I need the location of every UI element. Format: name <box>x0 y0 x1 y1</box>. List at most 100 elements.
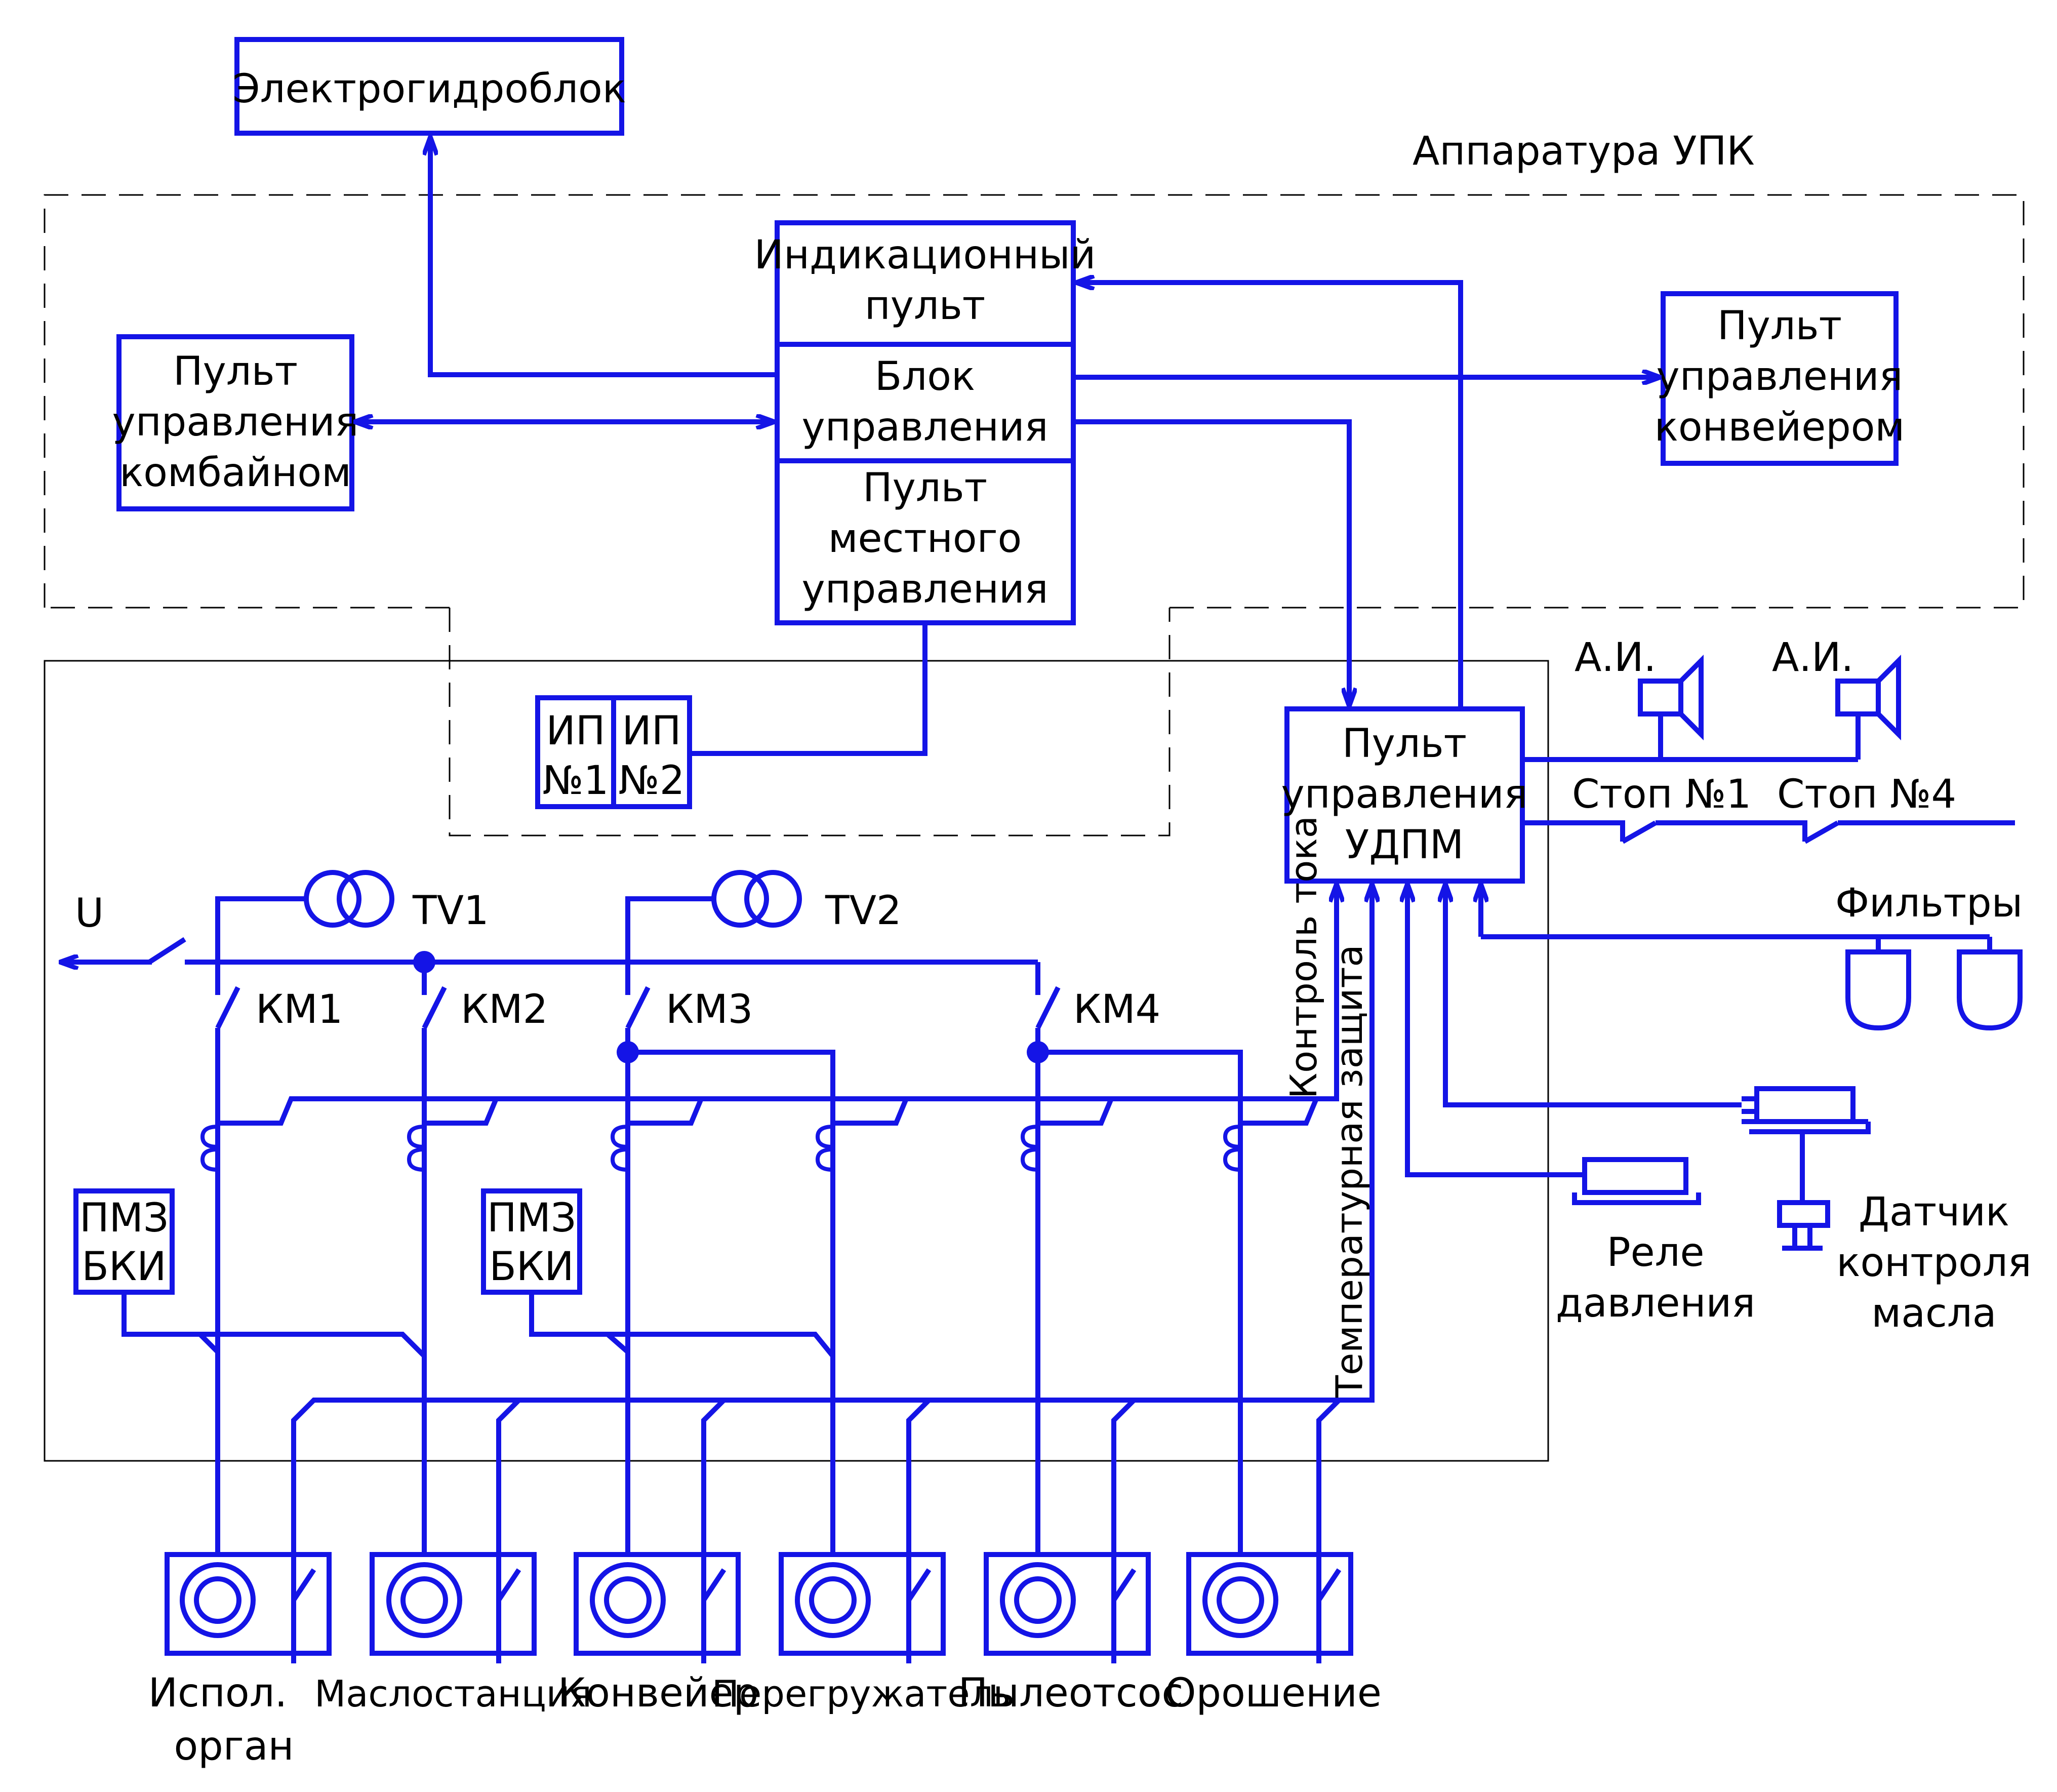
pressure-relay <box>1567 1157 1701 1205</box>
electrohydro-block <box>234 37 624 136</box>
oil-sensor-line <box>1443 884 1742 1107</box>
u-label: U <box>75 891 104 936</box>
combine-panel-label-3: комбайном <box>119 450 351 496</box>
motor-4-label-1: Перегружатель <box>712 1672 1015 1715</box>
bus-junction <box>413 951 435 973</box>
temp-tap-5 <box>1111 1398 1136 1663</box>
motor-1 <box>165 1552 332 1663</box>
pressure-relay-label-2: давления <box>1556 1281 1755 1326</box>
link-electrohydro <box>430 137 777 377</box>
tv2-label: TV2 <box>825 888 902 934</box>
temp-tap-6 <box>1316 1398 1341 1663</box>
cc-tap-5 <box>1038 1098 1114 1126</box>
temp-tap-4 <box>906 1398 931 1663</box>
ip2-label-2: №2 <box>619 758 685 804</box>
temp-tap-3 <box>701 1398 726 1663</box>
combine-panel-label-2: управления <box>112 400 359 445</box>
current-control-bus <box>218 891 1339 1126</box>
motor-2-label-1: Маслостанция <box>314 1672 592 1715</box>
oil-sensor <box>1742 1086 1871 1251</box>
temp-protection-bus <box>291 884 1375 1663</box>
pmz1-tap <box>122 1292 426 1358</box>
pressure-relay-line <box>1405 884 1585 1177</box>
conveyor-panel-label-1: Пульт <box>1717 303 1842 349</box>
tv1-coil-a <box>304 870 361 928</box>
current-coil-4 <box>815 1125 833 1172</box>
motor-3-label-1: Конвейер <box>558 1670 758 1716</box>
stop1-label: Стоп №1 <box>1572 772 1751 817</box>
local-panel-label-2: местного <box>828 516 1022 562</box>
main-switch <box>61 937 1038 965</box>
km4-branch <box>1038 1050 1243 1555</box>
km3-label: КМ3 <box>666 987 753 1032</box>
combine-panel-label-1: Пульт <box>173 349 298 394</box>
pmz2-label-1: ПМЗ <box>487 1196 576 1241</box>
upk-title: Аппаратура УПК <box>1413 129 1755 174</box>
km4-junction <box>1027 1041 1049 1063</box>
ai2-siren <box>1835 654 1901 760</box>
km4-label: КМ4 <box>1073 987 1160 1032</box>
ai1-label: А.И. <box>1575 635 1656 681</box>
stop4-label: Стоп №4 <box>1777 772 1956 817</box>
cc-tap-4 <box>833 1098 909 1126</box>
tv2-coil-a <box>711 870 769 928</box>
pmz1-label-1: ПМЗ <box>79 1196 169 1241</box>
local-panel-label-3: управления <box>802 567 1048 612</box>
control-block-label-2: управления <box>802 405 1048 450</box>
current-coil-2 <box>407 1125 425 1172</box>
udpm-panel-label-2: управления <box>1281 772 1528 817</box>
electrohydro-label: Электрогидроблок <box>232 66 626 112</box>
km2-label: КМ2 <box>461 987 548 1032</box>
local-panel-label-1: Пульт <box>863 465 987 511</box>
km1-label: КМ1 <box>256 987 343 1032</box>
motor-6-label-1: Орошение <box>1165 1670 1382 1716</box>
indication-label-1: Индикационный <box>754 232 1096 278</box>
filters-line <box>1481 934 1992 952</box>
link-udpm <box>1073 419 1349 706</box>
motor-3 <box>574 1552 741 1663</box>
tv1-coil-b <box>337 870 394 928</box>
motor-4 <box>779 1552 946 1663</box>
udpm-panel-label-1: Пульт <box>1342 721 1467 767</box>
temp-protection-label: Температурная защита <box>1328 944 1370 1398</box>
cc-tap-3 <box>628 1098 704 1126</box>
conveyor-panel-label-2: управления <box>1657 354 1903 400</box>
current-coil-6 <box>1223 1125 1241 1172</box>
km1-contact <box>215 986 240 1555</box>
cc-tap-6 <box>1240 1098 1319 1126</box>
combine-panel <box>116 334 354 511</box>
motor-5 <box>984 1552 1151 1663</box>
stop-line <box>1522 820 2015 844</box>
filters-label: Фильтры <box>1835 881 2023 926</box>
link-indication <box>1076 283 1463 709</box>
current-coil-5 <box>1020 1125 1038 1172</box>
motor-1-label-2: орган <box>174 1724 294 1769</box>
km3-junction <box>617 1041 639 1063</box>
filter-1 <box>1845 949 1911 1031</box>
equipment-frame <box>44 660 1549 1462</box>
filter-2 <box>1957 949 2023 1031</box>
conveyor-panel <box>1661 291 1899 466</box>
km2-contact <box>422 986 447 1555</box>
tv2-coil-b <box>744 870 802 928</box>
temp-tap-2 <box>496 1398 521 1663</box>
udpm-panel <box>1284 706 1525 884</box>
link-ip <box>690 623 927 756</box>
current-coil-1 <box>200 1125 218 1172</box>
pmz2-tap <box>529 1292 835 1358</box>
pmz1-label-2: БКИ <box>82 1244 166 1290</box>
upk-frame <box>44 194 2025 837</box>
oil-sensor-label-1: Датчик <box>1859 1189 2009 1235</box>
motor-2 <box>370 1552 537 1663</box>
motor-5-label-1: Пылеотсос <box>958 1670 1184 1716</box>
oil-sensor-label-2: контроля <box>1836 1240 2031 1286</box>
conveyor-panel-label-3: конвейером <box>1655 405 1905 450</box>
tv2-lead <box>625 896 714 987</box>
ai2-label: А.И. <box>1772 635 1853 681</box>
tv1-label: TV1 <box>412 888 489 934</box>
motor-1-label-1: Испол. <box>148 1670 288 1716</box>
current-control-label: Контроль тока <box>1282 816 1325 1099</box>
ip2-label-1: ИП <box>622 708 681 754</box>
km3-contact <box>625 986 651 1555</box>
control-block-label-1: Блок <box>875 354 975 400</box>
